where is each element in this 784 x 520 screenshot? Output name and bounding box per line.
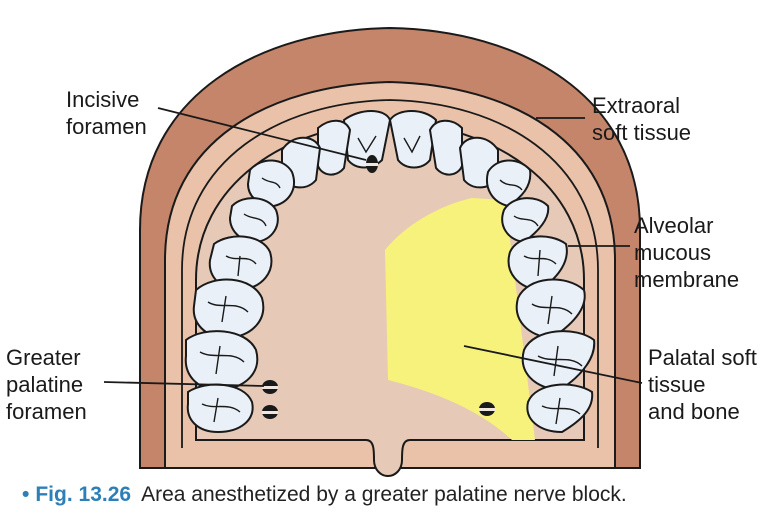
tooth (428, 119, 463, 176)
tooth (388, 110, 438, 169)
tooth-details (199, 135, 583, 425)
anesthetized-area (385, 198, 535, 440)
tooth (208, 235, 273, 292)
tooth (228, 197, 279, 244)
incisive-foramen-label: Incisive foramen (66, 87, 147, 139)
greater-palatine-foramen-label: Greater palatine foramen (6, 345, 87, 424)
caption-text: Area anesthetized by a greater palatine … (141, 483, 627, 506)
gingival-contour (181, 99, 599, 448)
foramina (262, 155, 495, 419)
greater-palatine-leader (103, 381, 265, 387)
tooth (521, 330, 596, 392)
figure-caption: •Fig. 13.26 Area anesthetized by a greate… (22, 483, 627, 507)
extraoral-soft-tissue-label: Extraoral soft tissue (592, 93, 692, 145)
tooth (342, 110, 392, 169)
incisive-foramen-leader (157, 107, 367, 161)
maxillary-teeth (184, 110, 596, 434)
tooth (486, 159, 532, 208)
tooth (507, 235, 568, 292)
tooth (246, 159, 295, 208)
tooth (192, 278, 265, 340)
palatal-leader (463, 345, 643, 384)
palatal-soft-tissue-label: Palatal soft tissue and bone (648, 345, 757, 424)
leader-lines (103, 107, 643, 387)
caption-bullet: • (22, 483, 30, 506)
alveolar-mucous-membrane-label: Alveolar mucous membrane (634, 213, 740, 292)
tooth (317, 119, 352, 176)
tooth (501, 197, 550, 244)
tooth (184, 330, 259, 392)
tooth (186, 383, 254, 434)
figure-number: Fig. 13.26 (35, 483, 132, 506)
